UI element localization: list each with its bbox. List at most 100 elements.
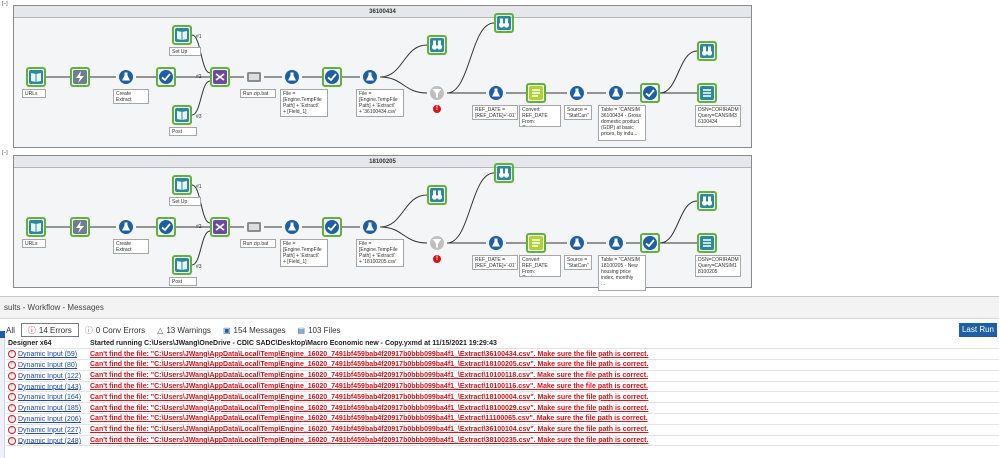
formula-source-tool[interactable] — [567, 83, 587, 103]
results-side-toggle[interactable] — [0, 331, 5, 343]
row-tool[interactable]: !Dynamic Input (206) — [6, 413, 88, 425]
select-tool-2[interactable] — [322, 217, 342, 237]
formula-file2-tool[interactable] — [360, 67, 380, 87]
tab-conv-errors[interactable]: ⓘ 0 Conv Errors — [79, 323, 151, 337]
tab-messages[interactable]: ▣ 154 Messages — [217, 323, 292, 337]
formula-create-extract-tool[interactable] — [116, 217, 136, 237]
row-tool[interactable]: !Dynamic Input (164) — [6, 391, 88, 404]
tool-link[interactable]: Dynamic Input (227) — [18, 426, 82, 434]
row-tool[interactable]: !Dynamic Input (80) — [6, 359, 88, 371]
error-icon: ! — [8, 350, 16, 359]
browse-tool-3[interactable] — [697, 41, 717, 61]
formula-source-tool[interactable] — [567, 233, 587, 253]
tool-link[interactable]: Dynamic Input (185) — [18, 405, 82, 413]
error-message[interactable]: Can't find the file: "C:\Users\JWang\App… — [88, 348, 999, 361]
run-command-tool[interactable] — [244, 217, 264, 237]
row-tool[interactable]: !Dynamic Input (143) — [6, 381, 88, 393]
table-row[interactable]: !Dynamic Input (185)Can't find the file:… — [6, 402, 999, 415]
table-row[interactable]: !Dynamic Input (122)Can't find the file:… — [6, 370, 999, 382]
tool-link[interactable]: Dynamic Input (80) — [18, 361, 78, 369]
container-title[interactable]: 36100434 — [14, 6, 751, 18]
error-message[interactable]: Can't find the file: "C:\Users\JWang\App… — [88, 413, 999, 425]
datetime-convert-tool[interactable] — [526, 233, 546, 253]
tab-files[interactable]: ▤ 103 Files — [292, 323, 347, 337]
formula-create-extract-tool[interactable] — [116, 67, 136, 87]
browse-tool-1[interactable] — [427, 35, 447, 55]
formula-refdate-tool[interactable] — [486, 233, 506, 253]
error-message[interactable]: Can't find the file: "C:\Users\JWang\App… — [88, 435, 999, 447]
bolt-icon — [73, 220, 87, 234]
arrows-icon — [213, 70, 227, 84]
table-row[interactable]: !Dynamic Input (143)Can't find the file:… — [6, 381, 999, 393]
tool-link[interactable]: Dynamic Input (248) — [18, 437, 82, 445]
formula-table-tool[interactable] — [606, 83, 626, 103]
error-message[interactable]: Can't find the file: "C:\Users\JWang\App… — [88, 381, 999, 393]
text-input-post-tool[interactable] — [172, 105, 192, 125]
output-data-tool[interactable] — [697, 83, 717, 103]
tab-warnings[interactable]: △ 13 Warnings — [151, 323, 217, 337]
tab-all[interactable]: All — [6, 325, 15, 335]
datetime-convert-tool[interactable] — [526, 83, 546, 103]
select-tool[interactable] — [156, 67, 176, 87]
row-tool[interactable]: !Dynamic Input (122) — [6, 370, 88, 382]
tool-link[interactable]: Dynamic Input (143) — [18, 383, 82, 391]
select-tool-3[interactable] — [640, 83, 660, 103]
error-message[interactable]: Can't find the file: "C:\Users\JWang\App… — [88, 391, 999, 404]
text-input-setup-tool[interactable] — [172, 25, 192, 45]
tab-files-label: 103 Files — [308, 325, 341, 335]
run-command-tool[interactable] — [244, 67, 264, 87]
table-row[interactable]: !Dynamic Input (164)Can't find the file:… — [6, 391, 999, 404]
filter-icon — [430, 86, 444, 100]
formula-file-tool[interactable] — [282, 217, 302, 237]
select-tool[interactable] — [156, 217, 176, 237]
dynamic-input-tool[interactable] — [427, 233, 447, 253]
container-2-collapse-toggle[interactable]: [−] — [2, 150, 8, 156]
browse-tool-2[interactable] — [494, 163, 514, 183]
annotation-table: Table = "CANSIM 36100434 - Gross domesti… — [598, 105, 646, 141]
last-run-button[interactable]: Last Run — [959, 323, 997, 337]
table-row[interactable]: !Dynamic Input (206)Can't find the file:… — [6, 413, 999, 425]
row-tool[interactable]: !Dynamic Input (185) — [6, 402, 88, 415]
tool-link[interactable]: Dynamic Input (164) — [18, 394, 82, 402]
formula-table-tool[interactable] — [606, 233, 626, 253]
table-row[interactable]: !Dynamic Input (227)Can't find the file:… — [6, 424, 999, 436]
collapse-all-toggle[interactable]: [−] — [2, 1, 8, 7]
error-message[interactable]: Can't find the file: "C:\Users\JWang\App… — [88, 370, 999, 382]
results-header: sults - Workflow - Messages — [0, 297, 999, 319]
error-indicator-icon[interactable]: ! — [433, 105, 441, 113]
text-input-post-tool[interactable] — [172, 255, 192, 275]
formula-refdate-tool[interactable] — [486, 83, 506, 103]
text-input-setup-tool[interactable] — [172, 175, 192, 195]
error-message[interactable]: Can't find the file: "C:\Users\JWang\App… — [88, 424, 999, 436]
formula-file-tool[interactable] — [282, 67, 302, 87]
input-urls-tool[interactable] — [26, 67, 46, 87]
error-message[interactable]: Can't find the file: "C:\Users\JWang\App… — [88, 359, 999, 371]
table-row[interactable]: !Dynamic Input (248)Can't find the file:… — [6, 435, 999, 447]
row-tool[interactable]: !Dynamic Input (248) — [6, 435, 88, 447]
error-indicator-icon[interactable]: ! — [433, 255, 441, 263]
union-tool[interactable] — [210, 217, 230, 237]
select-tool-2[interactable] — [322, 67, 342, 87]
table-row[interactable]: !Dynamic Input (80)Can't find the file: … — [6, 359, 999, 371]
runner-tool[interactable] — [70, 67, 90, 87]
select-tool-3[interactable] — [640, 233, 660, 253]
table-row[interactable]: !Dynamic Input (59)Can't find the file: … — [6, 348, 999, 361]
tool-link[interactable]: Dynamic Input (206) — [18, 415, 82, 423]
dynamic-input-tool[interactable] — [427, 83, 447, 103]
tool-link[interactable]: Dynamic Input (122) — [18, 372, 82, 380]
input-urls-tool[interactable] — [26, 217, 46, 237]
browse-tool-3[interactable] — [697, 191, 717, 211]
row-tool[interactable]: !Dynamic Input (227) — [6, 424, 88, 436]
browse-tool-2[interactable] — [494, 13, 514, 33]
output-data-tool[interactable] — [697, 233, 717, 253]
runner-tool[interactable] — [70, 217, 90, 237]
tab-errors[interactable]: ⓘ 14 Errors — [20, 323, 79, 337]
browse-tool-1[interactable] — [427, 185, 447, 205]
container-title[interactable]: 18100205 — [14, 156, 751, 168]
tool-link[interactable]: Dynamic Input (59) — [18, 351, 78, 359]
row-tool[interactable]: !Dynamic Input (59) — [6, 348, 88, 361]
formula-file2-tool[interactable] — [360, 217, 380, 237]
union-tool[interactable] — [210, 67, 230, 87]
error-message[interactable]: Can't find the file: "C:\Users\JWang\App… — [88, 402, 999, 415]
